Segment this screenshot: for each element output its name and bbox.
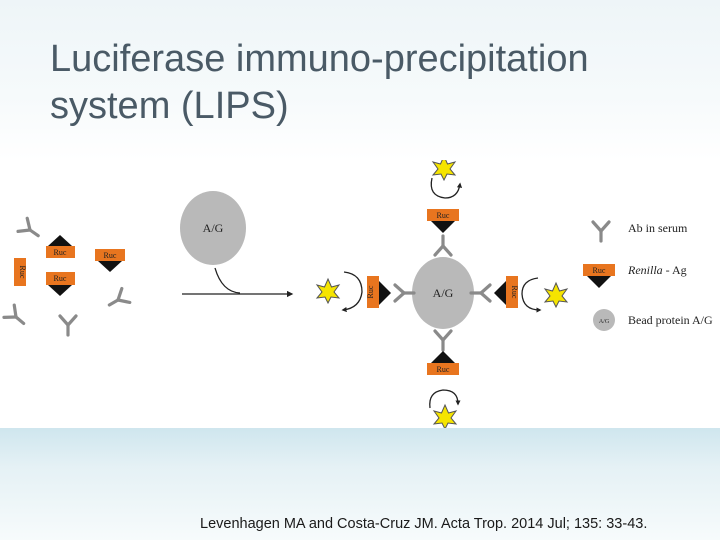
- light-arrow: [429, 389, 461, 409]
- legend-antigen-label: Renilla - Ag: [627, 263, 687, 277]
- ruc-label: Ruc: [54, 248, 67, 257]
- bead-protein-ag: [180, 191, 246, 265]
- curve-arrow: [214, 267, 241, 294]
- ruc-box: [95, 249, 125, 261]
- ruc-label: Ruc: [437, 211, 450, 220]
- lips-diagram: Ruc Ruc Ruc Ruc A/G A/G Ruc Ruc Ruc Ruc …: [0, 160, 720, 428]
- antibody-icon: [433, 329, 453, 352]
- ruc-label: Ruc: [510, 286, 519, 299]
- ruc-label: Ruc: [104, 251, 117, 260]
- ruc-box: [14, 258, 26, 286]
- ruc-box: [506, 276, 518, 308]
- antibody-icon: [16, 216, 45, 244]
- light-emission-icon: [544, 282, 568, 308]
- bead-label: A/G: [433, 286, 454, 300]
- light-emission-icon: [433, 404, 457, 428]
- antibody-icon: [469, 283, 492, 303]
- citation: Levenhagen MA and Costa-Cruz JM. Acta Tr…: [200, 516, 648, 532]
- ruc-label: Ruc: [593, 266, 606, 275]
- antigen-triangle-icon: [431, 221, 455, 233]
- antigen-triangle-icon: [48, 235, 72, 246]
- legend-antibody-icon: [591, 220, 611, 243]
- bead-protein-ag: [412, 257, 474, 329]
- legend-antibody-label: Ab in serum: [628, 221, 688, 235]
- antibody-icon: [58, 314, 78, 337]
- antigen-triangle-icon: [98, 261, 122, 272]
- legend-ruc-box: [583, 264, 615, 276]
- light-arrow: [341, 271, 363, 313]
- ruc-label: Ruc: [366, 285, 375, 298]
- light-arrow: [430, 177, 463, 199]
- title-band: [0, 0, 720, 160]
- ruc-box: [427, 363, 459, 375]
- antigen-triangle-icon: [48, 285, 72, 296]
- legend-bead-label: Bead protein A/G: [628, 313, 713, 327]
- ruc-label: Ruc: [18, 266, 27, 279]
- antigen-triangle-icon: [431, 351, 455, 363]
- antibody-icon: [393, 283, 416, 303]
- ruc-box: [427, 209, 459, 221]
- bead-label: A/G: [203, 221, 224, 235]
- light-emission-icon: [316, 278, 340, 304]
- antigen-triangle-icon: [379, 281, 391, 305]
- ruc-box: [46, 272, 75, 285]
- ruc-box: [46, 246, 75, 258]
- antibody-icon: [433, 234, 453, 257]
- legend-bead-icon: [593, 309, 615, 331]
- legend-antigen-triangle-icon: [587, 276, 611, 288]
- antibody-icon: [2, 303, 31, 332]
- ruc-label: Ruc: [437, 365, 450, 374]
- ruc-label: Ruc: [54, 274, 67, 283]
- footer-band: [0, 428, 720, 540]
- light-emission-icon: [432, 160, 456, 181]
- antibody-icon: [103, 286, 132, 314]
- light-arrow: [521, 277, 542, 313]
- slide-title: Luciferase immuno-precipitation system (…: [50, 38, 589, 127]
- legend-bead-icon-label: A/G: [599, 319, 610, 325]
- ruc-box: [367, 276, 379, 308]
- antigen-triangle-icon: [494, 281, 506, 305]
